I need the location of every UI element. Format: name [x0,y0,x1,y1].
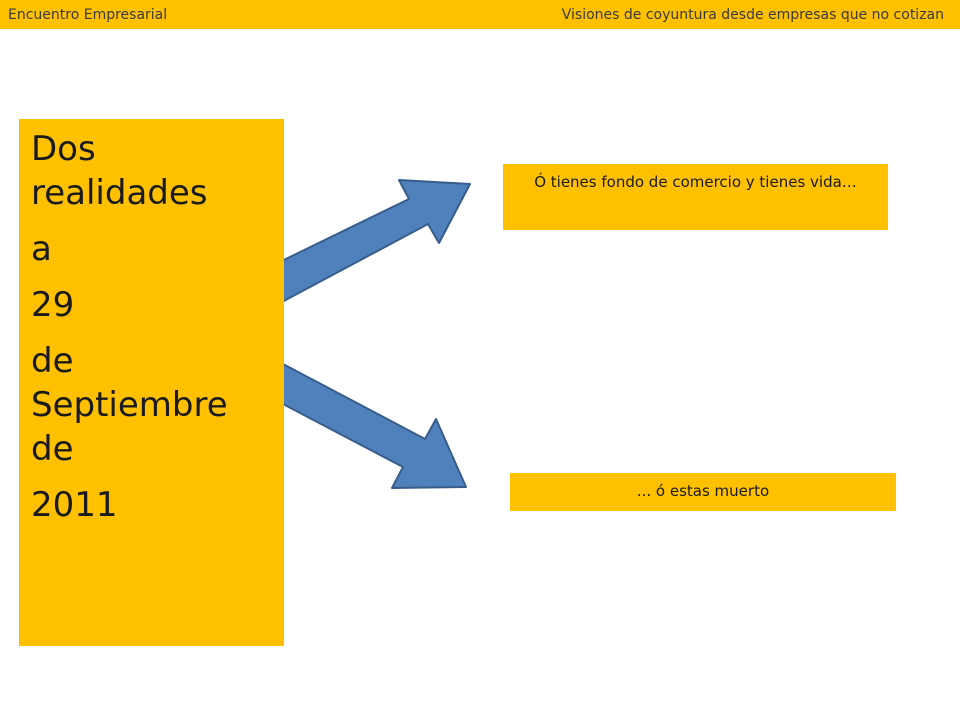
main-line-a: a [31,229,52,269]
header-bar: Encuentro Empresarial Visiones de coyunt… [0,0,960,29]
main-text-box: Dos realidades a 29 de Septiembre de 201… [19,119,284,646]
main-line-dos: Dos [31,129,96,169]
main-line-de: de [31,341,74,381]
header-right-text: Visiones de coyuntura desde empresas que… [561,6,944,23]
callout-fondo-de-comercio: Ó tienes fondo de comercio y tienes vida… [503,164,888,230]
main-line-de-2: de [31,429,74,469]
callout-estas-muerto: ... ó estas muerto [510,473,896,511]
main-line-2011: 2011 [31,485,118,525]
arrow-up-right [254,179,471,304]
main-line-29: 29 [31,285,75,325]
header-left-text: Encuentro Empresarial [8,6,168,23]
main-line-realidades: realidades [31,173,208,213]
arrow-down-right [261,363,467,489]
main-line-septiembre: Septiembre [31,385,228,425]
